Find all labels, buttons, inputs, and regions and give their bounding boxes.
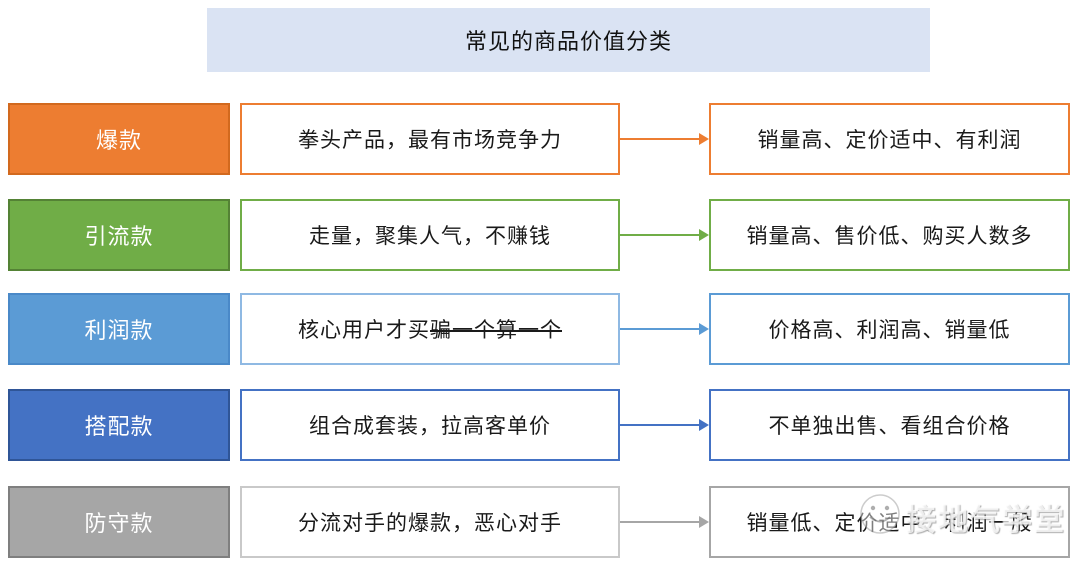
- category-description: 拳头产品，最有市场竞争力: [240, 103, 620, 175]
- category-description: 组合成套装，拉高客单价: [240, 389, 620, 461]
- arrow-head: [699, 229, 709, 241]
- description-strike-text: 骗一个算一个: [430, 319, 562, 342]
- arrow-right-icon: [620, 389, 709, 461]
- arrow-head: [699, 419, 709, 431]
- category-result: 销量高、售价低、购买人数多: [709, 199, 1070, 271]
- diagram-title: 常见的商品价值分类: [207, 8, 930, 72]
- category-result: 销量低、定价适中、利润一般: [709, 486, 1070, 558]
- category-label: 爆款: [8, 103, 230, 175]
- category-label: 利润款: [8, 293, 230, 365]
- arrow-right-icon: [620, 293, 709, 365]
- category-label: 防守款: [8, 486, 230, 558]
- arrow-right-icon: [620, 199, 709, 271]
- arrow-right-icon: [620, 486, 709, 558]
- description-text: 分流对手的爆款，恶心对手: [298, 512, 562, 535]
- arrow-shaft: [620, 521, 700, 523]
- category-label: 搭配款: [8, 389, 230, 461]
- category-row-defender: 防守款 分流对手的爆款，恶心对手 销量低、定价适中、利润一般: [8, 486, 1072, 558]
- category-result: 不单独出售、看组合价格: [709, 389, 1070, 461]
- category-description: 分流对手的爆款，恶心对手: [240, 486, 620, 558]
- category-row-hot-seller: 爆款 拳头产品，最有市场竞争力 销量高、定价适中、有利润: [8, 103, 1072, 175]
- arrow-head: [699, 323, 709, 335]
- arrow-shaft: [620, 328, 700, 330]
- description-text: 组合成套装，拉高客单价: [309, 415, 551, 438]
- arrow-shaft: [620, 424, 700, 426]
- arrow-shaft: [620, 138, 700, 140]
- category-description: 走量，聚集人气，不赚钱: [240, 199, 620, 271]
- category-row-bundle-item: 搭配款 组合成套装，拉高客单价 不单独出售、看组合价格: [8, 389, 1072, 461]
- category-row-profit-maker: 利润款 核心用户才买骗一个算一个 价格高、利润高、销量低: [8, 293, 1072, 365]
- category-row-traffic-driver: 引流款 走量，聚集人气，不赚钱 销量高、售价低、购买人数多: [8, 199, 1072, 271]
- category-description: 核心用户才买骗一个算一个: [240, 293, 620, 365]
- arrow-head: [699, 133, 709, 145]
- description-text: 走量，聚集人气，不赚钱: [309, 225, 551, 248]
- arrow-head: [699, 516, 709, 528]
- arrow-right-icon: [620, 103, 709, 175]
- description-text: 核心用户才买: [298, 319, 430, 342]
- category-result: 销量高、定价适中、有利润: [709, 103, 1070, 175]
- category-label: 引流款: [8, 199, 230, 271]
- category-result: 价格高、利润高、销量低: [709, 293, 1070, 365]
- arrow-shaft: [620, 234, 700, 236]
- description-text: 拳头产品，最有市场竞争力: [298, 129, 562, 152]
